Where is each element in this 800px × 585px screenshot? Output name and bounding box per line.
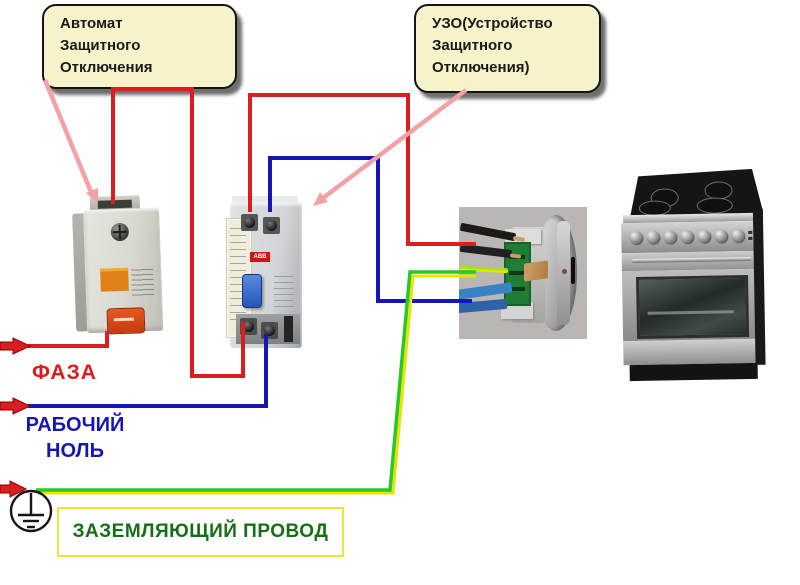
rcd-terminal-bottom-right [261,322,278,339]
breaker-spec-text [131,266,155,298]
stove-knob [697,229,711,243]
rcd-callout-arrow-icon [313,88,468,206]
socket-black-wire-1 [459,222,517,242]
neutral-label-line2: НОЛЬ [46,440,104,462]
rcd-callout-line: УЗО(Устройство [432,15,553,32]
socket-bracket-bottom [501,302,533,319]
phase-input-arrow-icon [0,337,32,355]
breaker-callout-line: Автомат [60,15,123,32]
socket-wall-mark [571,257,575,284]
stove-oven-door [621,268,762,342]
circuit-breaker-photo [72,194,171,337]
ground-input-arrow-icon [0,480,28,498]
rcd-terminal-bottom-left [240,318,257,335]
stove-oven-trim [621,250,760,272]
breaker-toggle [106,307,146,335]
ground-label: ЗАЗЕМЛЯЮЩИЙ ПРОВОД [72,521,329,542]
socket-copper-contact [524,260,548,282]
stove-drawer [623,338,764,366]
socket-terminal-block [504,242,531,306]
stove-knob [629,230,643,245]
rcd-terminal-top-right [263,217,280,234]
breaker-callout-arrow-icon [42,79,98,204]
electric-stove-photo [616,169,766,382]
stove-control-panel [621,220,758,254]
stove-knob [663,230,677,244]
rcd-terminal-top-left [241,214,258,231]
socket-ground-wire [459,265,509,274]
stove-indicator-light [748,236,753,240]
stove-knob [714,229,728,243]
rcd-brand-badge: ABB [250,252,270,262]
neutral-label-line1: РАБОЧИЙ [25,414,125,436]
ground-label-box: ЗАЗЕМЛЯЮЩИЙ ПРОВОД [57,507,344,557]
socket-center-pin [562,269,567,274]
stove-knob [680,229,694,244]
rcd-spec-text [274,274,294,308]
stove-knob [646,230,660,244]
breaker-callout-line: Отключения [60,59,153,76]
rcd-photo: ABB [226,196,306,350]
rcd-toggle [242,274,262,308]
stove-oven-window [636,275,750,339]
socket-photo [459,207,587,339]
phase-label: ФАЗА [32,361,97,384]
stove-oven-handle [631,256,752,264]
stove-cooktop [616,169,763,218]
breaker-callout-line: Защитного [60,37,141,54]
breaker-callout: Автомат Защитного Отключения [42,4,237,89]
stove-side-face [752,208,766,365]
stove-burner [697,197,733,214]
rcd-callout-line: Отключения) [432,59,530,76]
neutral-label: РАБОЧИЙ НОЛЬ [20,412,130,464]
rcd-callout-line: Защитного [432,37,513,54]
earth-ground-icon [9,489,53,533]
rcd-callout: УЗО(Устройство Защитного Отключения) [414,4,601,93]
rcd-din-slot [284,316,293,342]
breaker-rating-label [100,267,129,292]
stove-indicator-light [748,230,753,234]
breaker-terminal-slot [97,199,132,209]
stove-plinth [629,362,758,382]
stove-knob [731,229,745,243]
